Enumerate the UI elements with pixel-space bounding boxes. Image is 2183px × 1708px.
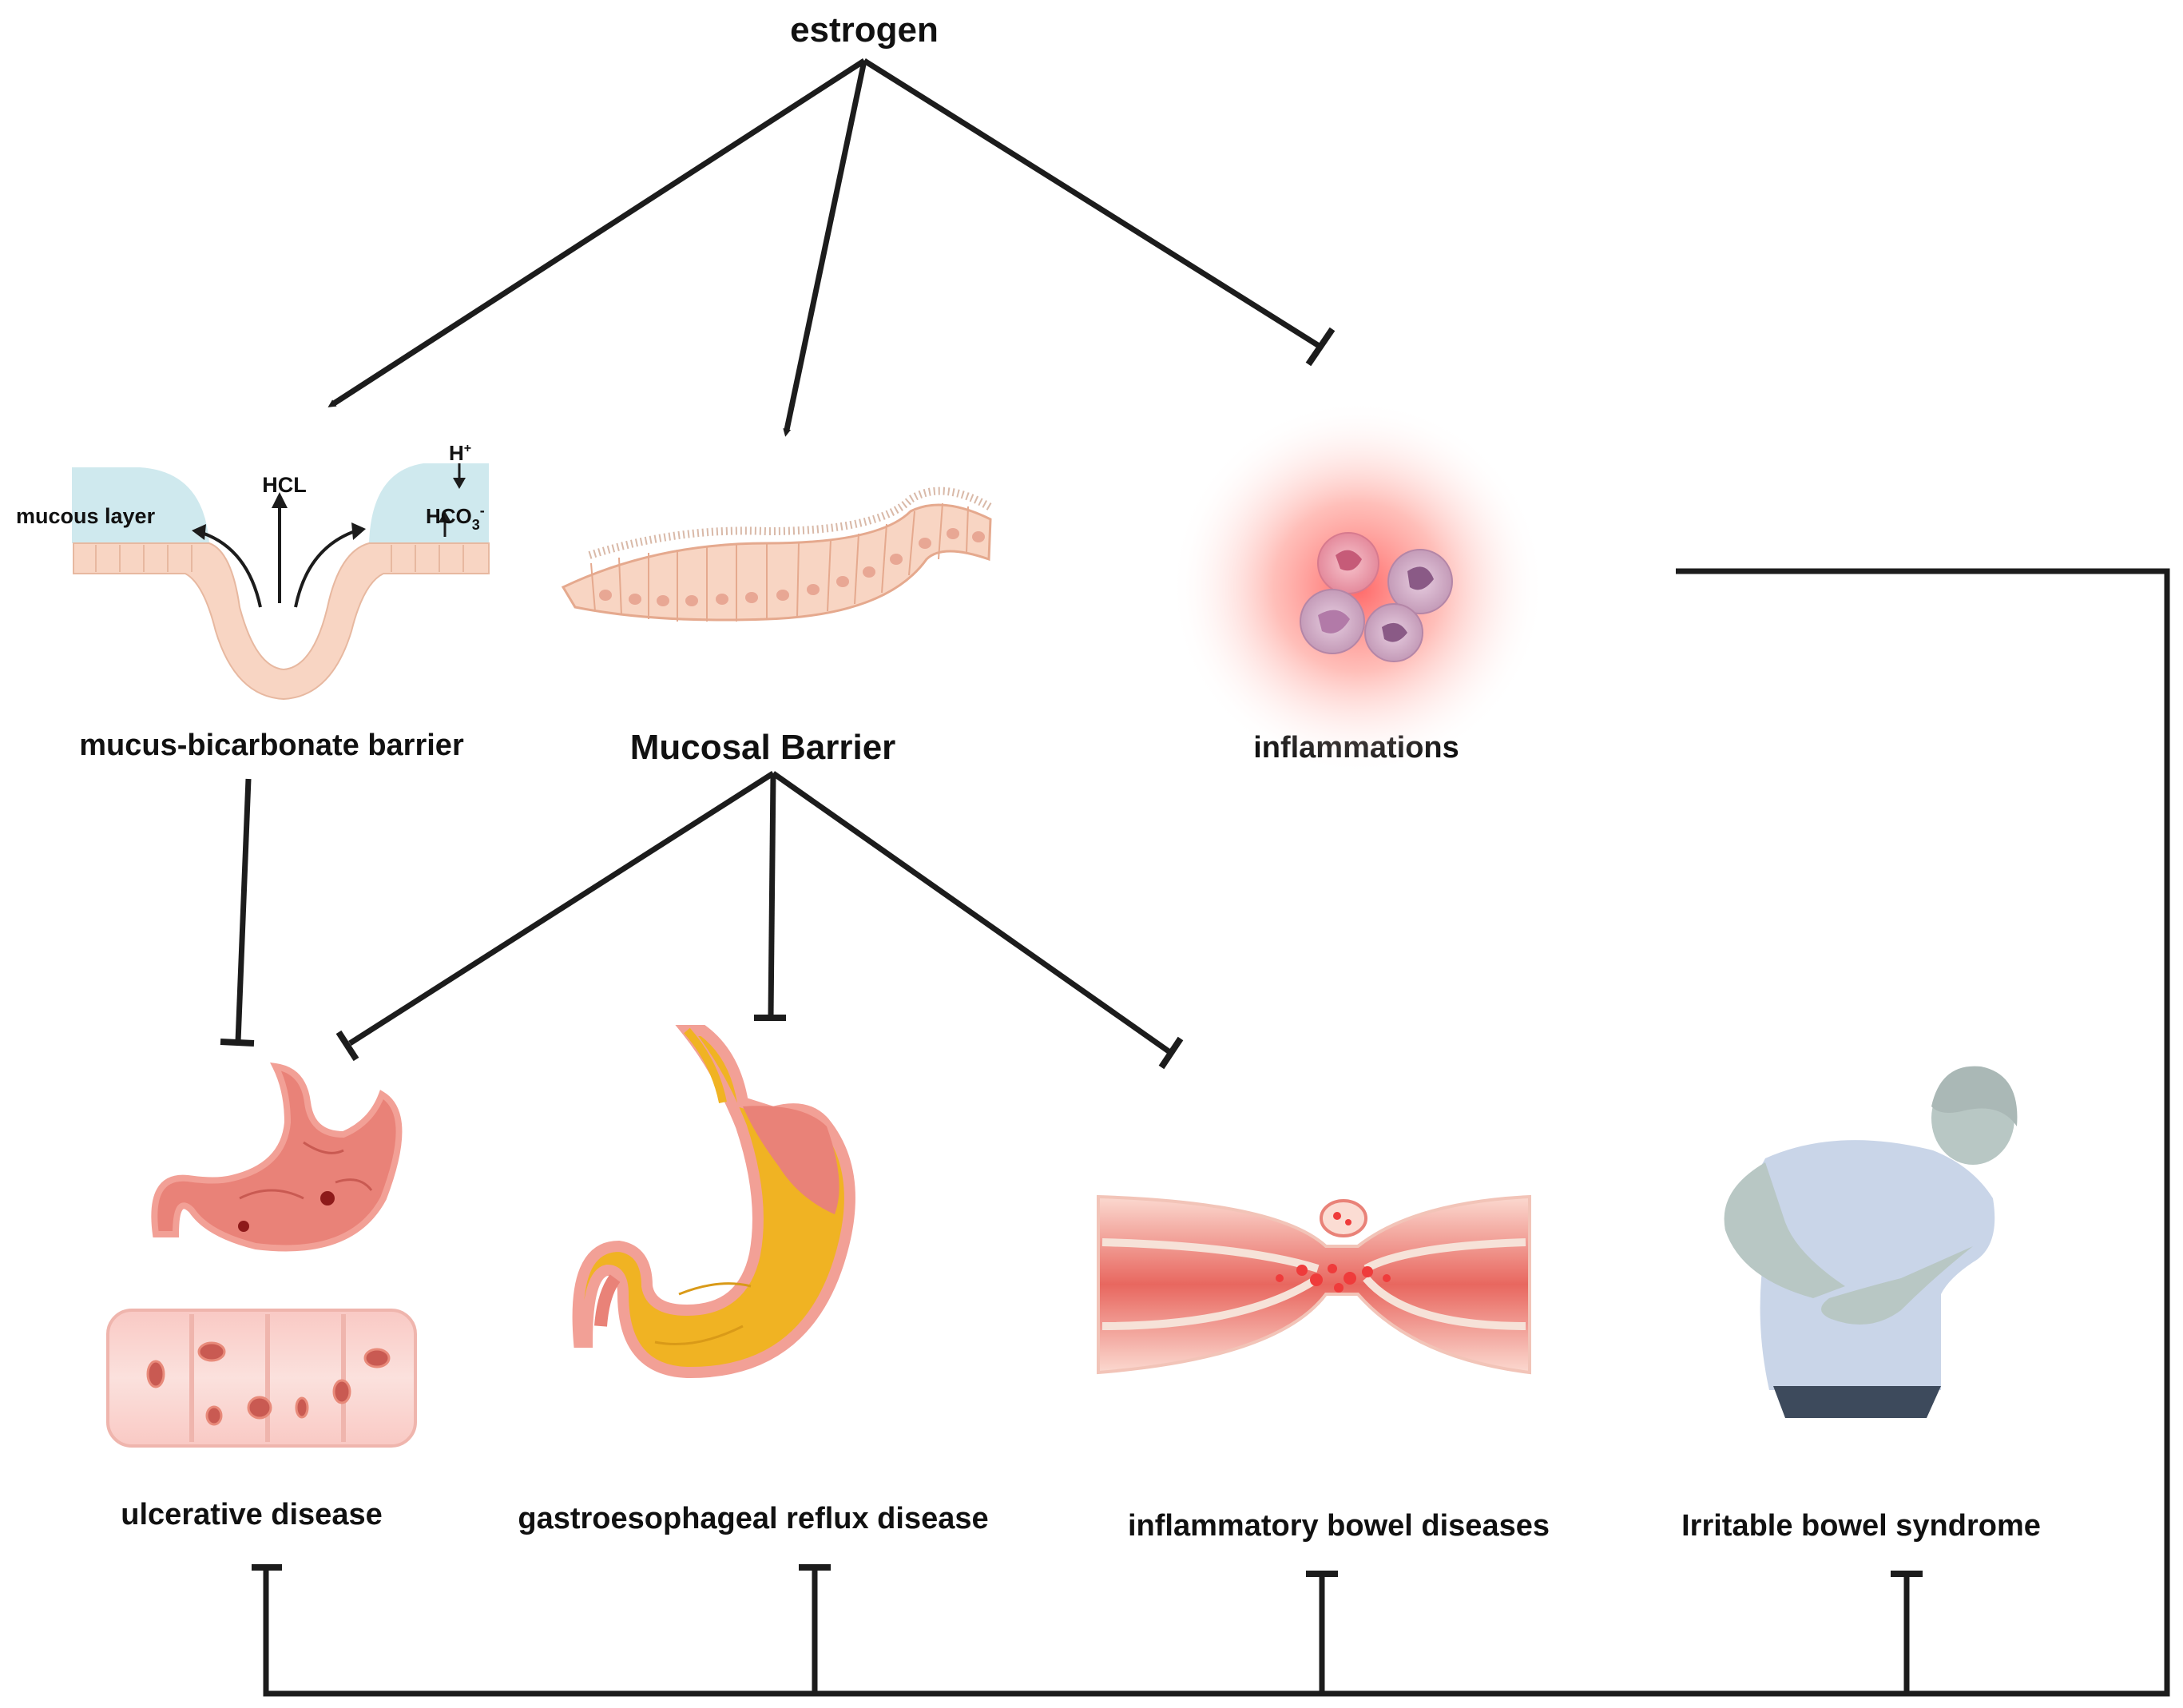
edge-mucosal-barrier-inhibits-gerd: [768, 773, 776, 1018]
inhibit-bar-inflammations: [1305, 327, 1336, 367]
epithelium-icon: [561, 487, 993, 622]
label-mucous-layer: mucous layer: [16, 504, 156, 528]
ulcer-colon-icon: [106, 1309, 417, 1448]
abdominal-pain-person-icon: [1724, 1066, 2018, 1418]
node-ulcerative-disease: ulcerative disease: [121, 1498, 382, 1531]
edge-estrogen-to-mucosal-barrier: [783, 60, 867, 437]
inhibit-bar-ulcer-left: [220, 1039, 255, 1047]
label-hco3: HCO3-: [426, 502, 485, 533]
edge-estrogen-to-mucus-barrier: [327, 58, 866, 407]
ulcer-stomach-icon: [151, 1062, 403, 1252]
edges: [220, 58, 2170, 1697]
node-mucosal-barrier: Mucosal Barrier: [630, 728, 896, 767]
inhibit-bar-ibd: [1158, 1036, 1184, 1070]
node-estrogen: estrogen: [790, 10, 939, 50]
inflamed-bowel-icon: [1097, 1194, 1531, 1375]
immune-cells-icon: [1170, 399, 1546, 775]
reflux-stomach-icon: [572, 1025, 855, 1379]
label-h-plus: H+: [449, 441, 471, 465]
inhibit-bar-ulcer-right: [335, 1030, 359, 1062]
mucus-bicarbonate-icon: mucous layer HCL H+ HCO3-: [16, 441, 490, 701]
edge-mucosal-barrier-inhibits-ulcerative: [348, 771, 775, 1046]
node-ibd: inflammatory bowel diseases: [1128, 1509, 1550, 1543]
edge-mucosal-barrier-inhibits-ibd: [771, 771, 1173, 1055]
node-mucus-bicarbonate-barrier: mucus-bicarbonate barrier: [79, 729, 464, 762]
node-gerd: gastroesophageal reflux disease: [518, 1502, 988, 1535]
edge-mucus-barrier-inhibits-ulcerative: [235, 778, 252, 1043]
edge-inflammations-bracket: [263, 568, 2170, 1697]
edge-estrogen-inhibits-inflammations: [863, 58, 1322, 349]
label-hcl: HCL: [262, 473, 307, 497]
node-ibs: Irritable bowel syndrome: [1681, 1509, 2041, 1543]
